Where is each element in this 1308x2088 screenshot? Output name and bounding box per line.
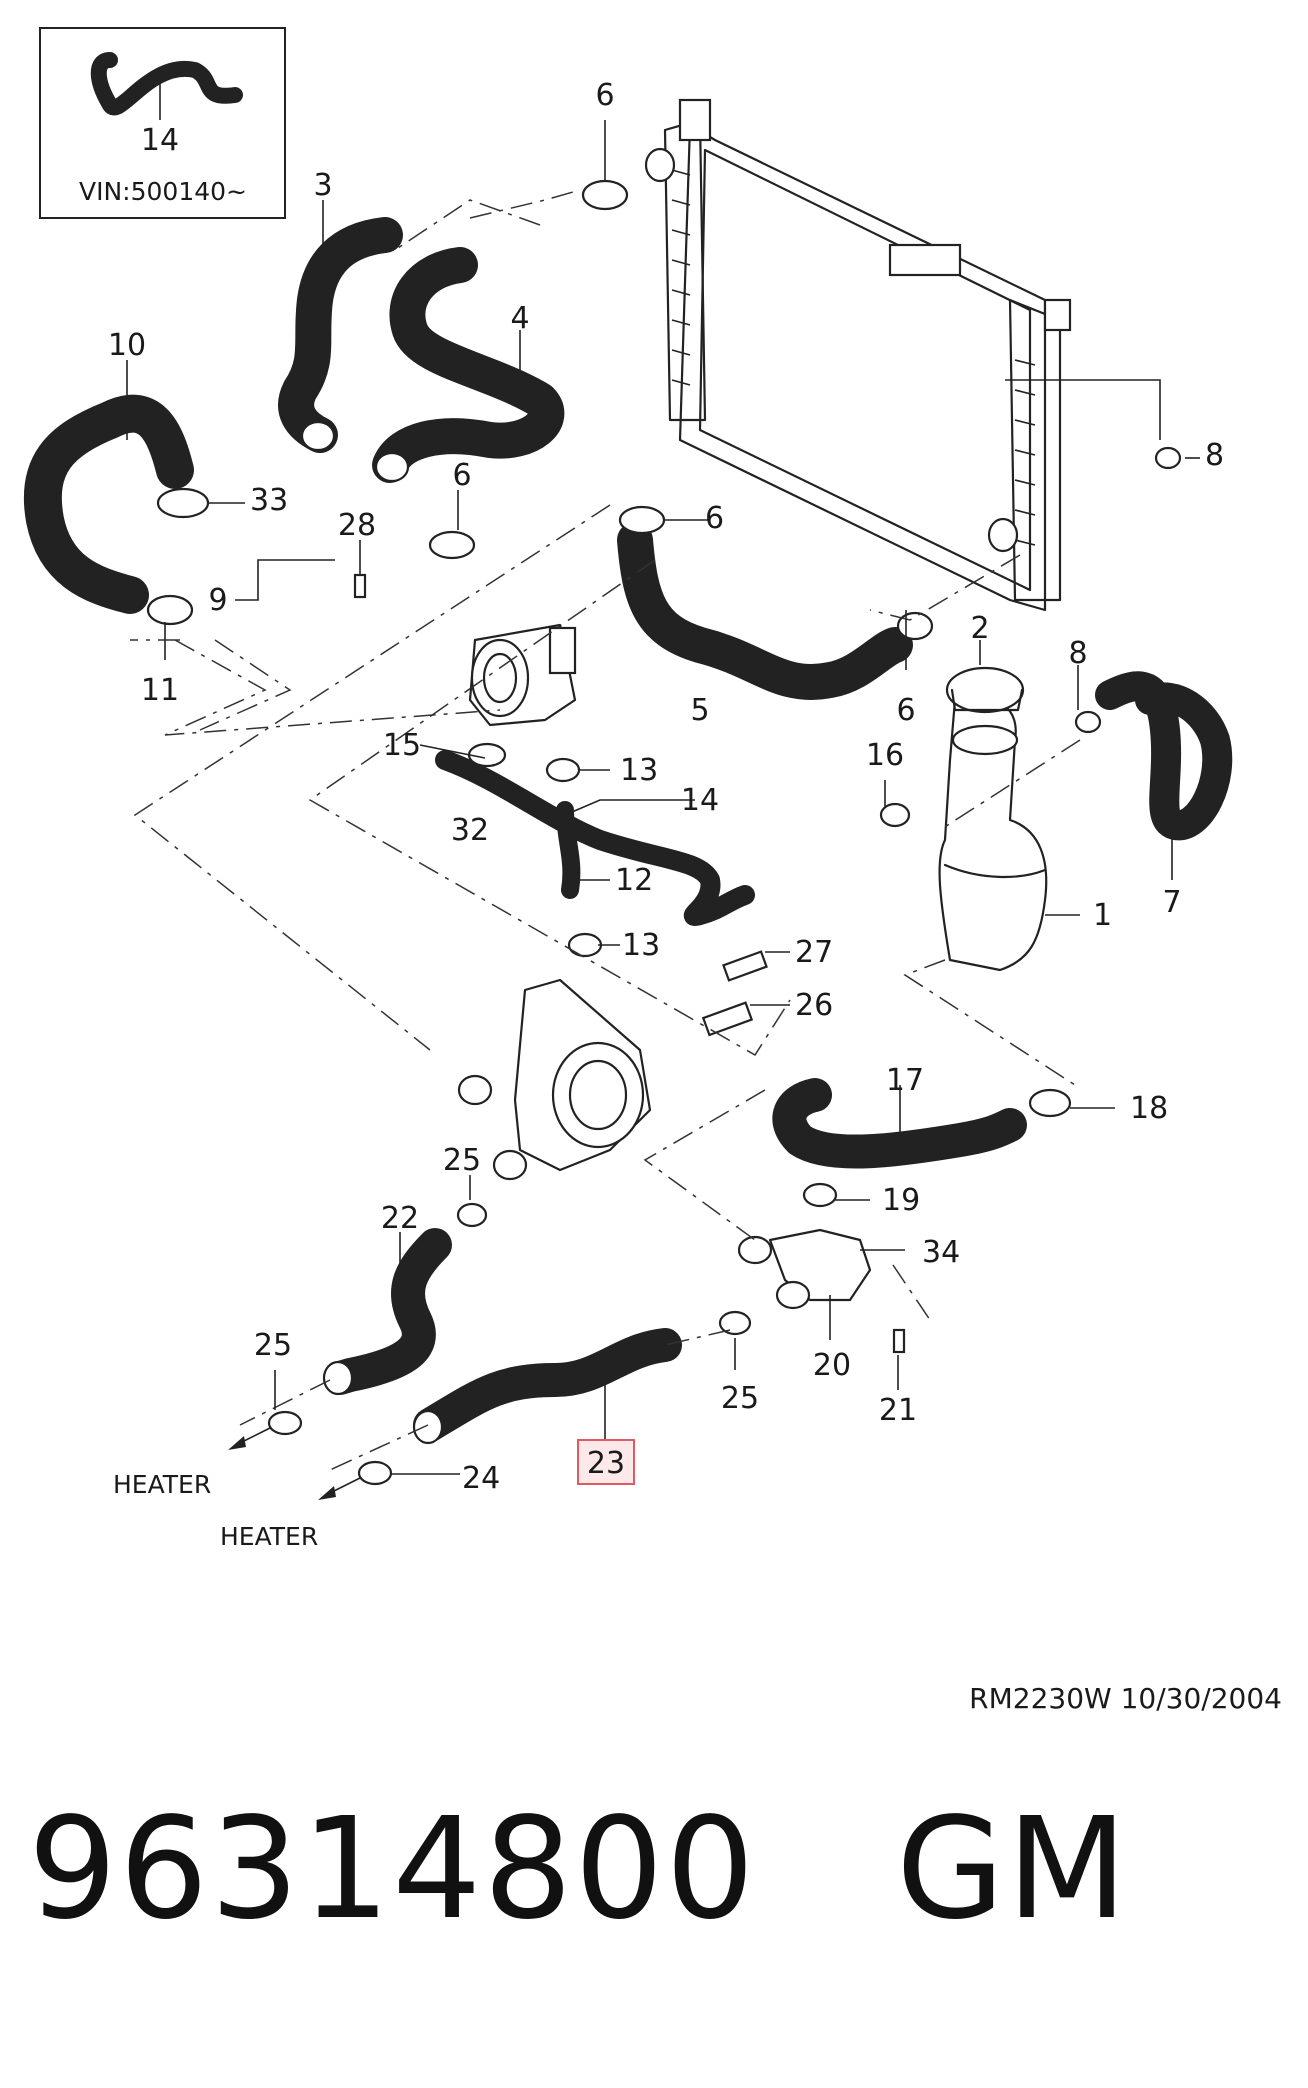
callout-7: 7 (1162, 885, 1181, 920)
callout-10: 10 (108, 328, 146, 363)
heater-label-left: HEATER (113, 1470, 211, 1499)
callout-33: 33 (250, 483, 288, 518)
callout-22: 22 (381, 1201, 419, 1236)
vin-note: VIN:500140~ (79, 177, 247, 206)
callout-6: 6 (595, 78, 614, 113)
callout-26: 26 (795, 988, 833, 1023)
hose-7 (1095, 671, 1233, 841)
heater-label-right: HEATER (220, 1522, 318, 1551)
inset-callout-14: 14 (141, 123, 179, 158)
callout-11: 11 (141, 673, 179, 708)
callout-21: 21 (879, 1393, 917, 1428)
leader-lines (126, 120, 1200, 1475)
callout-13: 13 (620, 753, 658, 788)
callout-17: 17 (886, 1063, 924, 1098)
callout-28: 28 (338, 508, 376, 543)
callout-15: 15 (383, 728, 421, 763)
callout-6: 6 (452, 458, 471, 493)
callout-6: 6 (705, 501, 724, 536)
callout-5: 5 (690, 693, 709, 728)
callout-9: 9 (208, 583, 227, 618)
hose-3 (278, 217, 403, 453)
hose-4 (372, 247, 565, 483)
callout-24: 24 (462, 1461, 500, 1496)
callout-25: 25 (721, 1381, 759, 1416)
callout-23: 23 (587, 1446, 625, 1481)
heater-arrows (228, 1427, 361, 1500)
callout-32: 32 (451, 813, 489, 848)
callout-6: 6 (896, 693, 915, 728)
callout-27: 27 (795, 935, 833, 970)
callout-18: 18 (1130, 1091, 1168, 1126)
coolant-reservoir (938, 666, 1048, 972)
hose-clamps (146, 179, 1182, 1486)
highlighted-callout-23[interactable]: 23 (577, 1439, 635, 1485)
callout-8: 8 (1068, 636, 1087, 671)
throttle-body (468, 623, 577, 727)
callout-1: 1 (1093, 898, 1112, 933)
callout-4: 4 (510, 301, 529, 336)
diagram-reference: RM2230W 10/30/2004 (969, 1682, 1282, 1715)
sensors-and-bolts (353, 573, 906, 1354)
hose-23 (412, 1328, 682, 1445)
callouts: 6 3 4 10 33 6 6 28 9 11 8 2 6 5 8 1 7 16… (108, 78, 1224, 1496)
callout-20: 20 (813, 1348, 851, 1383)
part-number-title: 96314800 GM (28, 1788, 1130, 1951)
callout-2: 2 (970, 611, 989, 646)
radiator (644, 98, 1072, 612)
callout-16: 16 (866, 738, 904, 773)
hose-17 (772, 1078, 1027, 1169)
callout-25: 25 (254, 1328, 292, 1363)
hose-14 (435, 750, 755, 926)
hose-5 (617, 522, 913, 700)
hose-22 (322, 1228, 452, 1396)
callout-12: 12 (615, 863, 653, 898)
callout-19: 19 (882, 1183, 920, 1218)
callout-3: 3 (313, 168, 332, 203)
hose-10 (23, 394, 194, 614)
callout-25: 25 (443, 1143, 481, 1178)
callout-13: 13 (622, 928, 660, 963)
thermostat-housing (737, 1228, 872, 1310)
callout-34: 34 (922, 1235, 960, 1270)
assembly-lines (130, 189, 1081, 1471)
callout-14: 14 (681, 783, 719, 818)
callout-8: 8 (1205, 438, 1224, 473)
hose-12 (556, 801, 581, 899)
water-pump-housing (457, 978, 652, 1181)
vin-inset: 14 VIN:500140~ (39, 27, 286, 219)
